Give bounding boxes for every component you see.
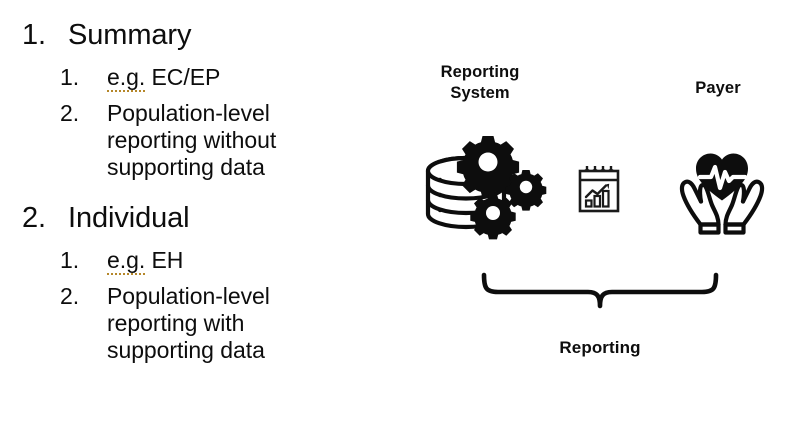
node-label-payer: Payer [695,79,741,97]
node-label-reporting-system: Reporting System [440,63,520,103]
list-item-summary-detail: 2. Population-level reporting without su… [60,100,360,181]
database-gears-icon [422,136,552,245]
list-number: 1. [22,19,46,51]
outline-list: 1. Summary 1. e.g. EC/EP 2. Population-l… [0,0,400,422]
list-number: 2. [60,100,80,126]
list-item-text: Population-level reporting without suppo… [107,100,277,181]
list-item-label: e.g. EH [107,247,322,275]
list-item-individual-example: 1. e.g. EH [60,247,360,275]
list-item-individual: 2. Individual [22,202,352,234]
list-item-text: EH [151,247,184,273]
list-number: 2. [22,202,46,234]
curly-brace-down-icon [470,272,730,322]
report-chart-calendar-icon [573,163,629,217]
brace-label-reporting: Reporting [559,338,641,357]
list-item-text: Population-level reporting with supporti… [107,283,270,364]
list-item-individual-detail: 2. Population-level reporting with suppo… [60,283,360,364]
grammar-flagged-text: e.g. [107,64,146,92]
list-number: 1. [60,247,80,273]
grammar-flagged-text: e.g. [107,247,146,275]
list-item-label: Summary [68,19,192,51]
list-number: 2. [60,283,80,309]
list-item-label: Individual [68,202,190,234]
list-item-summary-example: 1. e.g. EC/EP [60,64,360,92]
list-item-summary: 1. Summary [22,19,352,51]
list-number: 1. [60,64,80,90]
heart-in-hands-icon [672,140,772,238]
list-item-text: EC/EP [151,64,221,90]
reporting-flow-diagram: Reporting System Payer [400,0,812,422]
list-item-label: e.g. EC/EP [107,64,322,92]
